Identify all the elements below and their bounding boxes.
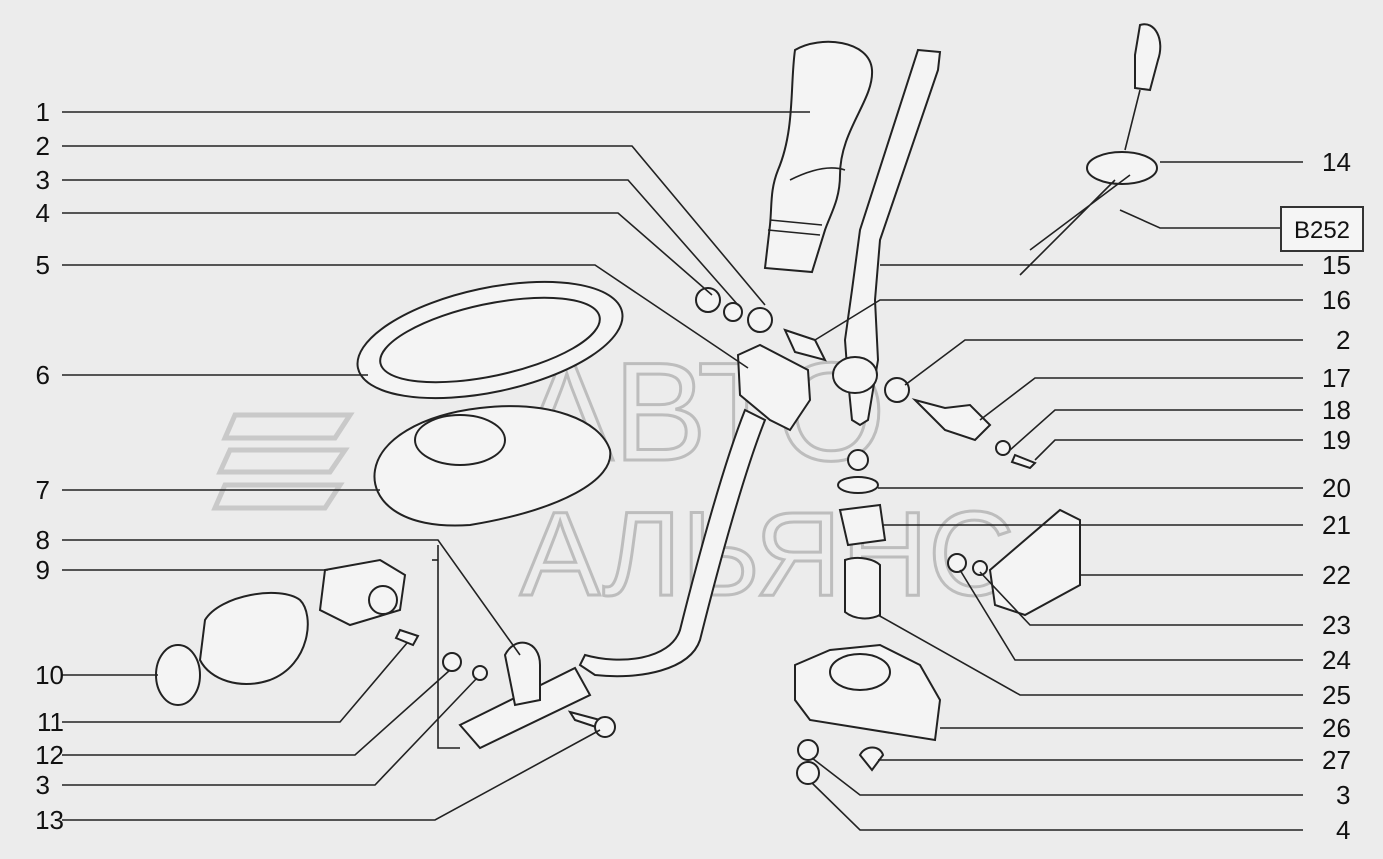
lever-assembly-14 bbox=[1019, 23, 1162, 276]
callout-1: 1 bbox=[36, 97, 50, 127]
callout-2-right: 2 bbox=[1336, 325, 1350, 355]
callout-15: 15 bbox=[1322, 250, 1351, 280]
right-parts bbox=[794, 377, 1081, 785]
callout-5: 5 bbox=[36, 250, 50, 280]
callout-23: 23 bbox=[1322, 610, 1351, 640]
callout-2: 2 bbox=[36, 131, 50, 161]
callout-13: 13 bbox=[35, 805, 64, 835]
callout-3-lower: 3 bbox=[36, 770, 50, 800]
callout-22: 22 bbox=[1322, 560, 1351, 590]
callout-17: 17 bbox=[1322, 363, 1351, 393]
callout-8: 8 bbox=[36, 525, 50, 555]
gear-knob bbox=[763, 40, 874, 274]
callout-19: 19 bbox=[1322, 425, 1351, 455]
callout-16: 16 bbox=[1322, 285, 1351, 315]
gear-lever bbox=[832, 48, 942, 471]
leader-lines bbox=[62, 111, 1303, 831]
callout-7: 7 bbox=[36, 475, 50, 505]
reference-box: B252 bbox=[1280, 206, 1364, 252]
callout-9: 9 bbox=[36, 555, 50, 585]
callout-6: 6 bbox=[36, 360, 50, 390]
callout-labels: 1 2 3 4 5 6 7 8 9 10 11 12 3 13 14 15 16… bbox=[35, 97, 1351, 845]
callout-24: 24 bbox=[1322, 645, 1351, 675]
clamp-8 bbox=[503, 641, 541, 707]
callout-14: 14 bbox=[1322, 147, 1351, 177]
callout-11: 11 bbox=[37, 707, 64, 737]
callout-4: 4 bbox=[36, 198, 50, 228]
rubber-boot bbox=[373, 405, 612, 527]
callout-27: 27 bbox=[1322, 745, 1351, 775]
hinge-9 bbox=[318, 558, 407, 627]
watermark-line2: АЛЬЯНС bbox=[520, 487, 1015, 621]
callout-18: 18 bbox=[1322, 395, 1351, 425]
callout-3: 3 bbox=[36, 165, 50, 195]
callout-21: 21 bbox=[1322, 510, 1351, 540]
callout-25: 25 bbox=[1322, 680, 1351, 710]
boot-frame bbox=[356, 280, 624, 400]
callout-12: 12 bbox=[35, 740, 64, 770]
bracket-5 bbox=[736, 343, 812, 432]
callout-3-right: 3 bbox=[1336, 780, 1350, 810]
small-bolts bbox=[394, 628, 616, 738]
callout-20: 20 bbox=[1322, 473, 1351, 503]
callout-10: 10 bbox=[35, 660, 64, 690]
rubber-cap-10 bbox=[155, 592, 309, 706]
callout-4-right: 4 bbox=[1336, 815, 1350, 845]
callout-26: 26 bbox=[1322, 713, 1351, 743]
bushings-2-3-4 bbox=[695, 287, 827, 362]
